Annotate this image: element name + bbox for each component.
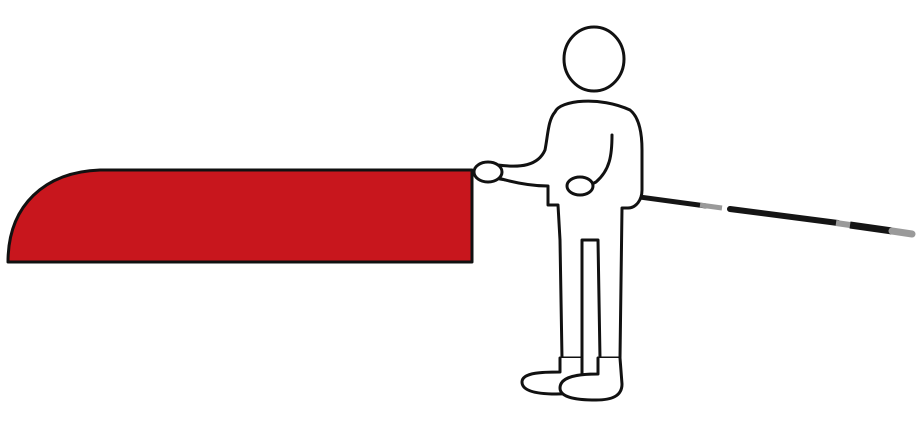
pole-band — [700, 205, 722, 208]
pole-segment-middle — [730, 209, 838, 223]
stick-figure-person — [474, 27, 642, 400]
torso — [498, 101, 642, 358]
back-hand — [567, 177, 593, 195]
red-board-shape — [8, 170, 472, 262]
head — [564, 27, 624, 91]
pole-segment-far — [850, 225, 892, 231]
front-hand — [474, 162, 502, 182]
pole-tip — [892, 231, 912, 234]
pole-band — [836, 223, 850, 225]
